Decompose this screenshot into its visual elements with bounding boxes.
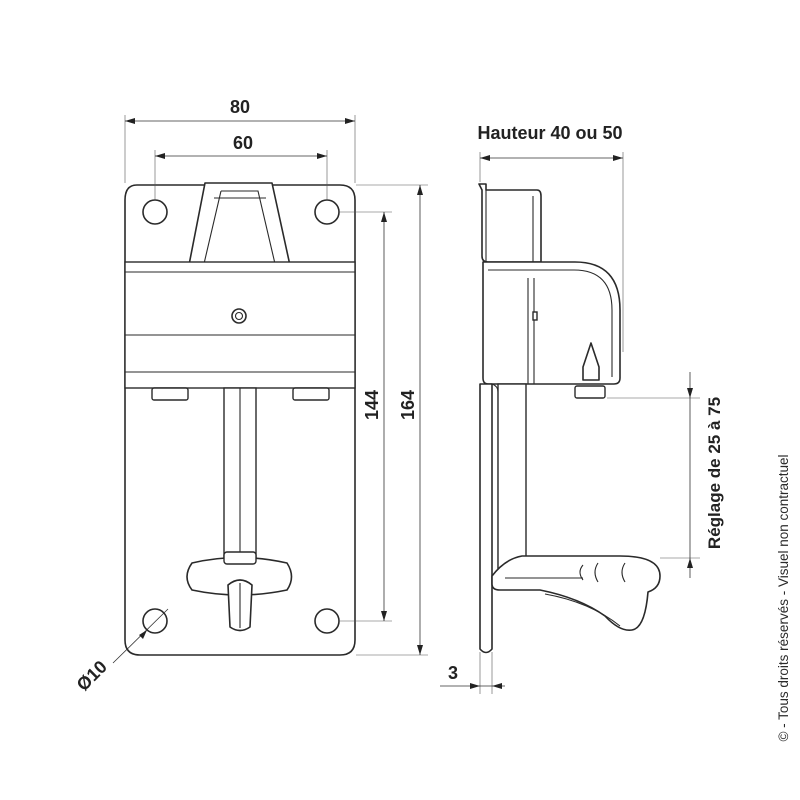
side-height-label: Hauteur 40 ou 50	[477, 123, 622, 143]
side-top-block	[478, 183, 542, 263]
mounting-hole-bottom-left	[142, 608, 168, 634]
foot-right	[292, 387, 330, 401]
side-handle	[491, 555, 661, 632]
mounting-hole-top-right	[314, 199, 340, 225]
side-foot	[574, 385, 606, 399]
dim-overall-height: 164	[398, 390, 418, 420]
side-rod	[497, 383, 527, 575]
copyright-notice: © - Tous droits réservés - Visuel non co…	[776, 454, 791, 741]
dim-hole-spacing-height: 144	[362, 390, 382, 420]
side-housing	[482, 261, 621, 385]
dim-hole-diameter: Ø10	[73, 657, 111, 695]
side-view	[478, 183, 661, 654]
dim-overall-width: 80	[230, 97, 250, 117]
mounting-hole-top-left	[142, 199, 168, 225]
front-view	[124, 182, 356, 656]
dim-hole-spacing-width: 60	[233, 133, 253, 153]
side-latch-nub	[582, 342, 600, 381]
foot-left	[151, 387, 189, 401]
mounting-hole-bottom-right	[314, 608, 340, 634]
dim-plate-thickness: 3	[448, 663, 458, 683]
side-back-plate	[479, 383, 493, 654]
top-catch	[187, 182, 292, 271]
set-screw	[231, 308, 247, 324]
side-adjustment-label: Réglage de 25 à 75	[705, 397, 724, 549]
strike-housing	[124, 261, 356, 389]
side-dimensions: Hauteur 40 ou 50 Réglage de 25 à 75 3	[440, 123, 724, 694]
